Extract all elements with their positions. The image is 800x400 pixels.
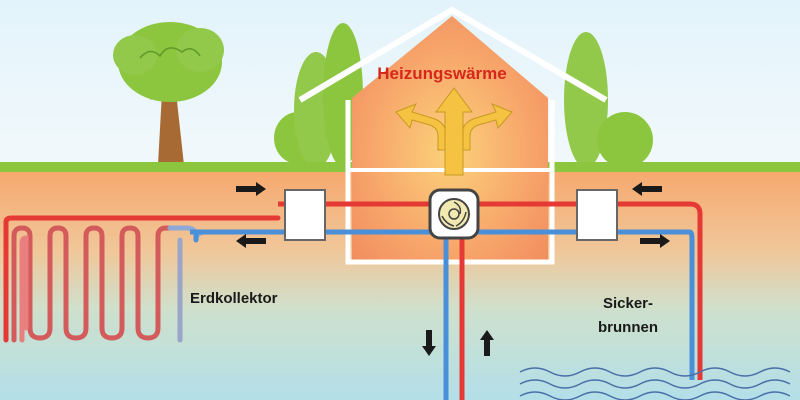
infiltration-well-label: Sicker- brunnen <box>598 292 658 340</box>
ground-collector-loops <box>3 215 293 343</box>
water-wave-icon <box>519 367 791 400</box>
flow-arrow-icon <box>236 182 670 356</box>
heating-label: Heizungswärme <box>377 64 507 83</box>
ground-collector-label: Erdkollektor <box>190 290 278 307</box>
tree-icon <box>113 22 224 165</box>
well-label-line2: brunnen <box>598 319 658 336</box>
heat-arrow-icon <box>395 87 513 176</box>
heat-pump-icon <box>428 188 480 240</box>
heat-exchanger-left <box>284 189 326 241</box>
heat-exchanger-right <box>576 189 618 241</box>
well-label-line1: Sicker- <box>602 295 654 312</box>
